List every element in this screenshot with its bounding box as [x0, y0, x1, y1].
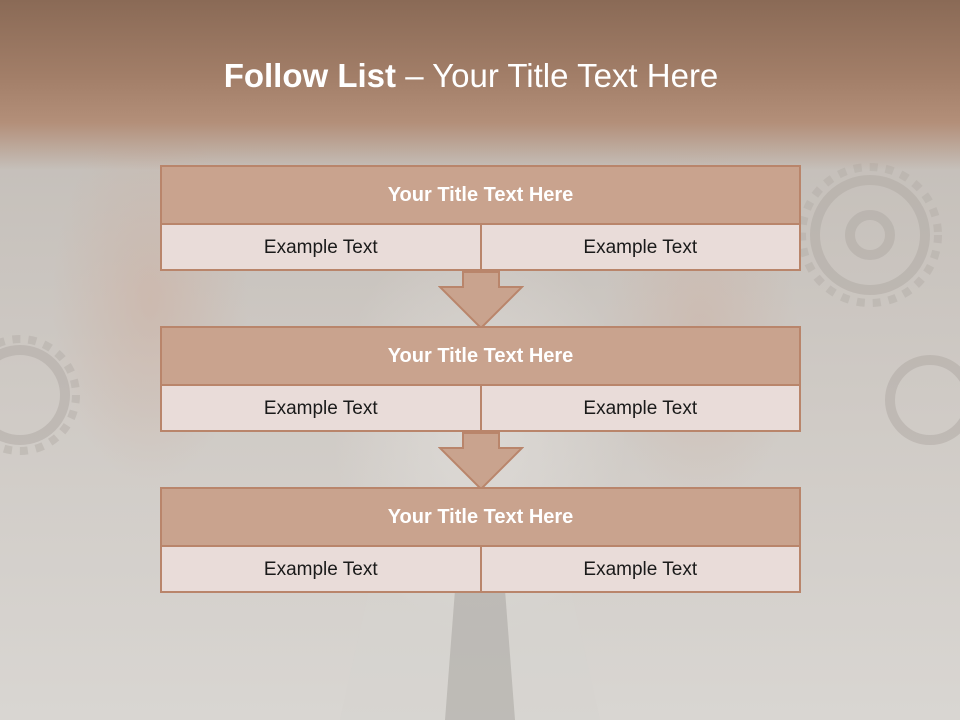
step-cell-right: Example Text — [479, 386, 800, 432]
step-row: Example Text Example Text — [162, 547, 799, 593]
step-title: Your Title Text Here — [162, 167, 799, 225]
title-band — [0, 0, 960, 170]
slide-title-rest: – Your Title Text Here — [405, 57, 719, 94]
step-box-1: Your Title Text Here Example Text Exampl… — [160, 165, 801, 271]
step-title: Your Title Text Here — [162, 489, 799, 547]
step-box-2: Your Title Text Here Example Text Exampl… — [160, 326, 801, 432]
step-cell-left: Example Text — [263, 398, 378, 419]
slide-title: Follow List – Your Title Text Here — [0, 54, 942, 98]
step-box-3: Your Title Text Here Example Text Exampl… — [160, 487, 801, 593]
step-cell-right: Example Text — [479, 225, 800, 271]
step-row: Example Text Example Text — [162, 225, 799, 271]
step-title: Your Title Text Here — [162, 328, 799, 386]
down-arrow-icon — [438, 432, 524, 490]
step-cell-right: Example Text — [479, 547, 800, 593]
step-row: Example Text Example Text — [162, 386, 799, 432]
down-arrow-icon — [438, 271, 524, 329]
slide-title-bold: Follow List — [223, 57, 397, 94]
step-cell-left: Example Text — [263, 559, 378, 580]
step-cell-left: Example Text — [263, 237, 378, 258]
